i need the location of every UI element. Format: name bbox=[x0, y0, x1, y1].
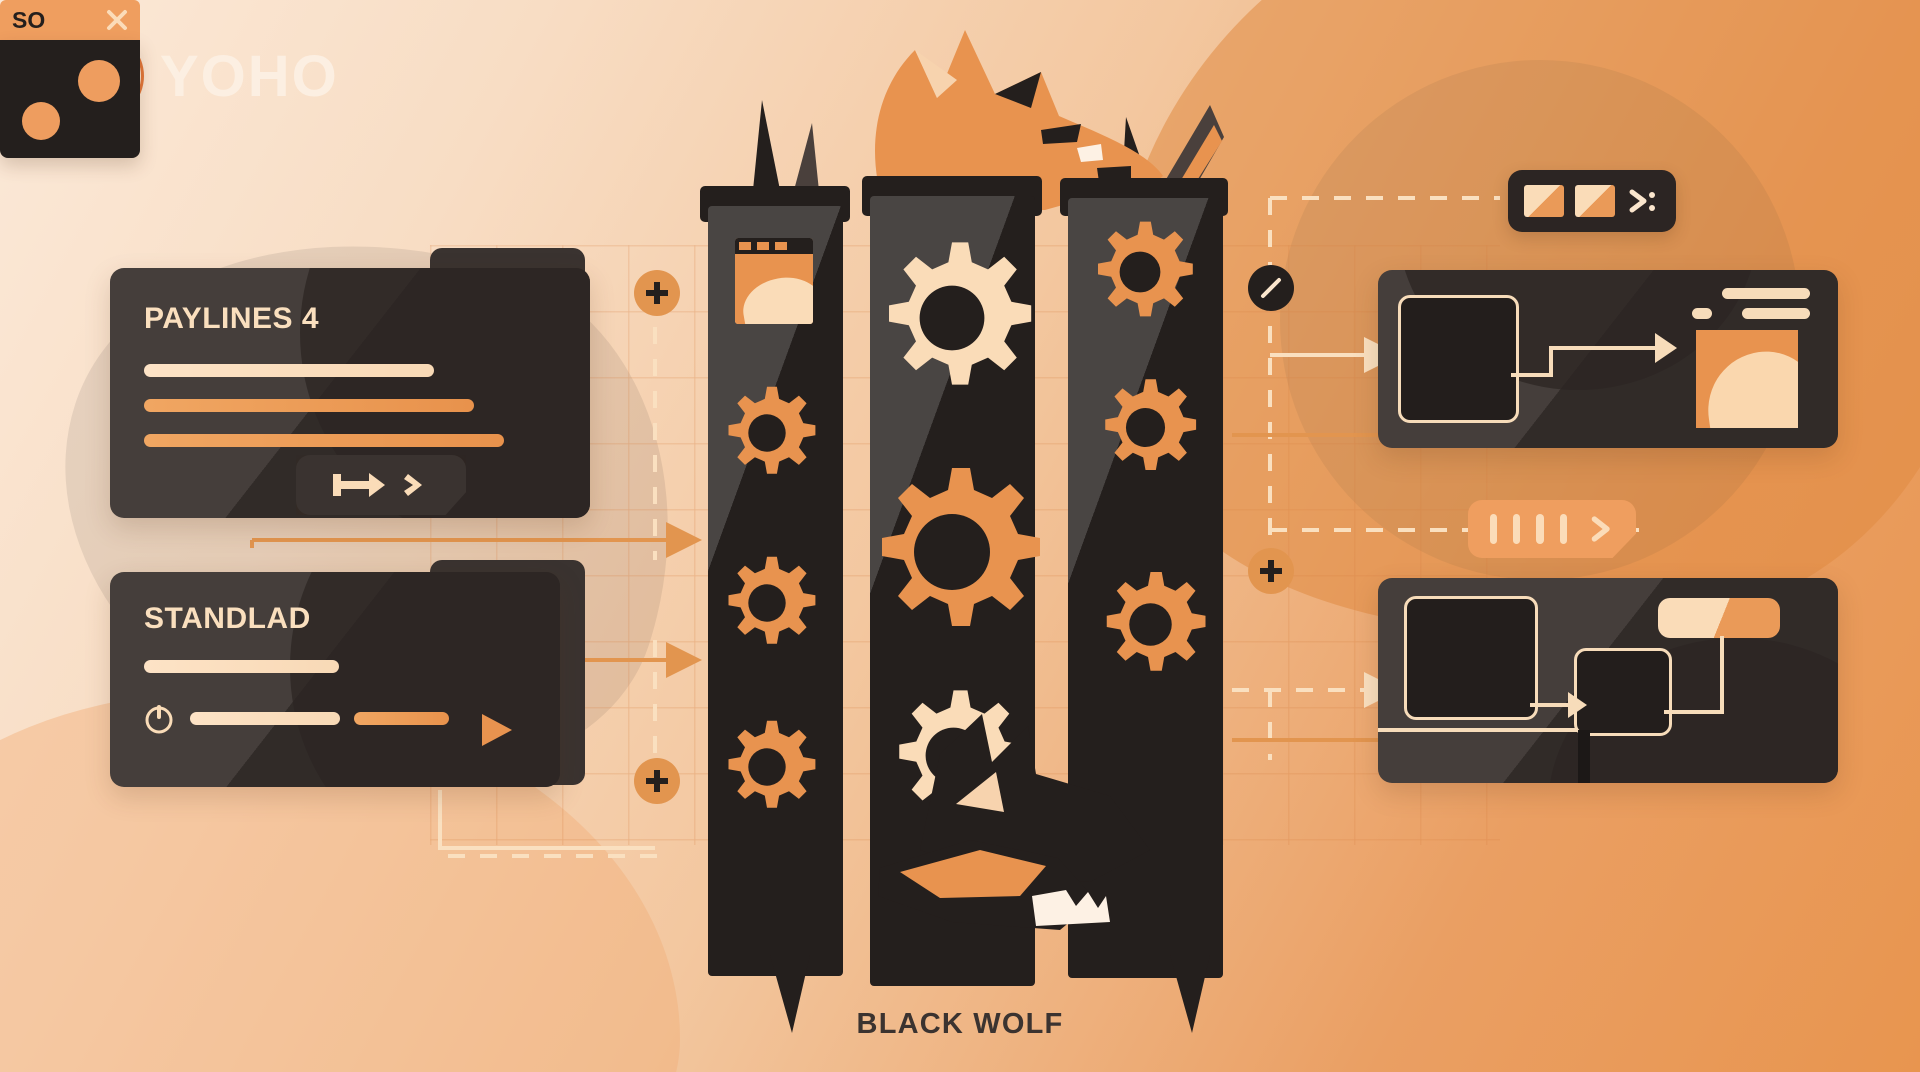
standlad-card[interactable]: STANDLAD bbox=[110, 572, 560, 787]
panel-stem bbox=[1578, 730, 1590, 783]
brand-name: YOHO bbox=[160, 43, 339, 109]
slash-connector[interactable] bbox=[1248, 265, 1294, 311]
chevron-right-icon bbox=[404, 474, 422, 496]
meter-pill-badge[interactable] bbox=[1468, 500, 1636, 558]
gear-icon bbox=[889, 242, 1032, 385]
slash-icon bbox=[1261, 278, 1281, 298]
plus-icon bbox=[646, 282, 668, 304]
thumb-shape bbox=[1700, 344, 1798, 428]
gear-icon bbox=[882, 468, 1040, 626]
chevron-right-icon bbox=[1591, 516, 1610, 542]
flow-panel-top[interactable] bbox=[1378, 270, 1838, 448]
plus-connector-top[interactable] bbox=[634, 270, 680, 316]
paylines-bar-3 bbox=[144, 434, 504, 447]
standlad-title: STANDLAD bbox=[144, 602, 311, 635]
close-icon[interactable] bbox=[106, 9, 128, 31]
flow-panel-bottom[interactable] bbox=[1378, 578, 1838, 783]
so-card-header: SO bbox=[0, 0, 140, 40]
gear-icon bbox=[728, 556, 816, 644]
panel-line-1 bbox=[1722, 288, 1810, 299]
panel-line-3 bbox=[1742, 308, 1810, 319]
standlad-toggle-bar-2 bbox=[354, 711, 449, 725]
gear-icon bbox=[1105, 379, 1197, 471]
panel-arrow-icon bbox=[1655, 333, 1677, 363]
plus-connector-right[interactable] bbox=[1248, 548, 1294, 594]
meter-bar-1 bbox=[1490, 514, 1498, 544]
panel-connector-c bbox=[1549, 346, 1659, 350]
paylines-bar-2 bbox=[144, 399, 474, 412]
panel-connector-c bbox=[1720, 636, 1724, 714]
meter-bar-2 bbox=[1513, 514, 1521, 544]
gear-icon bbox=[728, 386, 816, 474]
wolf-mascot-icon bbox=[878, 714, 1150, 930]
gear-icon bbox=[1098, 221, 1193, 317]
panel-arrow-icon bbox=[1568, 692, 1587, 718]
panel-connector-b bbox=[1549, 346, 1553, 377]
card-swoosh bbox=[290, 572, 560, 787]
process-node[interactable] bbox=[1398, 295, 1519, 423]
so-card[interactable]: SO bbox=[0, 0, 140, 165]
sub-node[interactable] bbox=[1574, 648, 1672, 736]
panel-connector-a bbox=[1530, 703, 1572, 707]
plus-connector-bottom[interactable] bbox=[634, 758, 680, 804]
plus-icon bbox=[646, 770, 668, 792]
arrow-pill-badge[interactable] bbox=[296, 455, 466, 515]
panel-connector-b bbox=[1664, 710, 1724, 714]
code-chevron-icon bbox=[1629, 189, 1655, 213]
output-node[interactable] bbox=[1658, 598, 1780, 638]
color-swatch-2 bbox=[1575, 185, 1615, 217]
panel-connector-a bbox=[1511, 373, 1553, 377]
machine-caption: BLACK WOLF bbox=[856, 1008, 1064, 1040]
so-card-body bbox=[0, 40, 140, 158]
image-thumbnail[interactable] bbox=[1696, 330, 1798, 428]
plus-icon bbox=[1260, 560, 1282, 582]
swatch-badge[interactable] bbox=[1508, 170, 1676, 232]
left-pillar-screen bbox=[735, 238, 813, 324]
standlad-toggle-row[interactable] bbox=[142, 701, 560, 735]
gear-icon bbox=[728, 720, 816, 808]
gear-icon bbox=[1106, 572, 1206, 671]
arrow-right-icon bbox=[333, 473, 385, 497]
so-dot-2 bbox=[78, 60, 120, 102]
paylines-bar-1 bbox=[144, 364, 434, 377]
pillar-feet bbox=[770, 955, 1210, 1033]
so-label: SO bbox=[12, 6, 46, 33]
standlad-bar-1 bbox=[144, 660, 339, 673]
panel-connector-d bbox=[1378, 728, 1578, 732]
meter-bar-4 bbox=[1559, 514, 1567, 544]
standlad-toggle-bar-1 bbox=[190, 711, 340, 725]
process-node[interactable] bbox=[1404, 596, 1538, 720]
so-dot-1 bbox=[22, 102, 60, 140]
paylines-title: PAYLINES 4 bbox=[144, 302, 320, 335]
play-triangle-icon bbox=[482, 714, 512, 746]
power-icon bbox=[145, 705, 173, 734]
color-swatch-1 bbox=[1524, 185, 1564, 217]
panel-line-2 bbox=[1692, 308, 1712, 319]
meter-bar-3 bbox=[1536, 514, 1544, 544]
